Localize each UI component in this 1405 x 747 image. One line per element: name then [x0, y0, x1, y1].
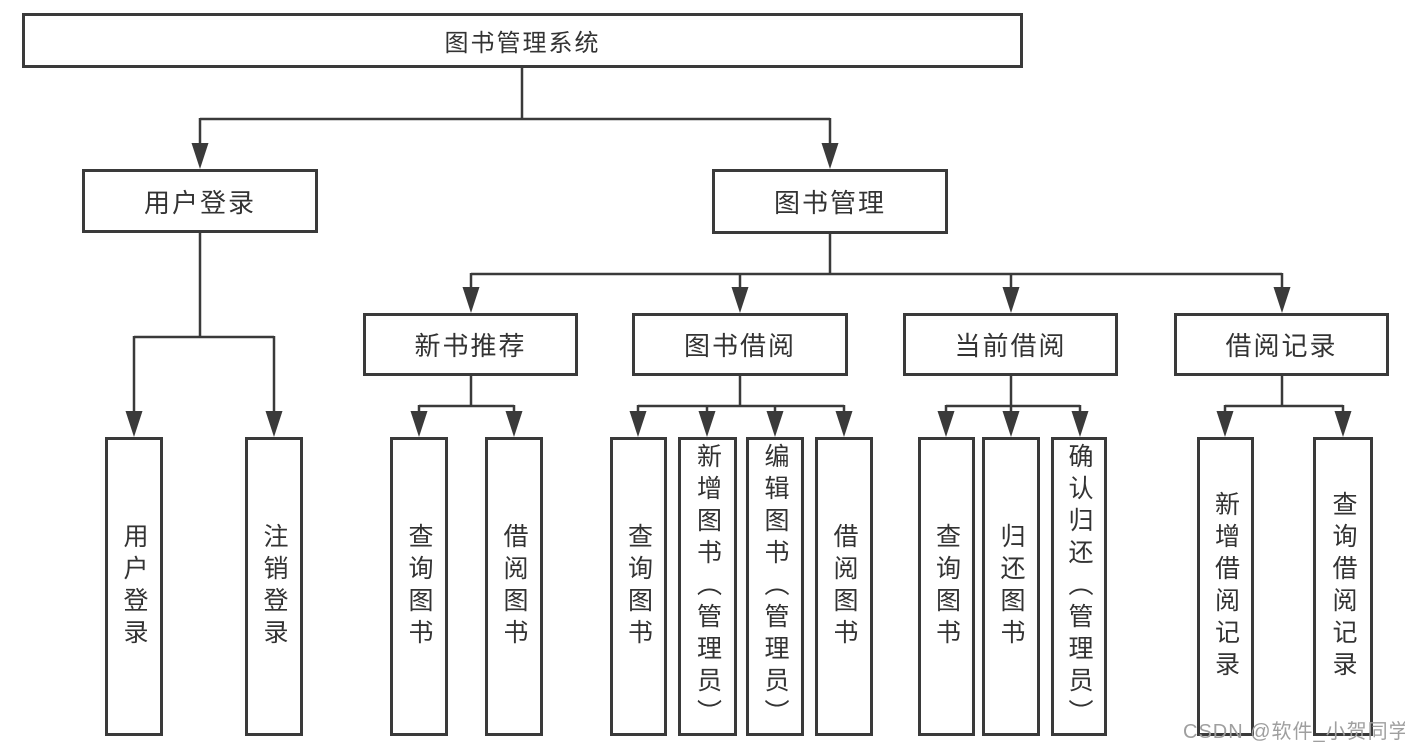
leaf-borrow-books-2: 借阅图书: [815, 437, 873, 736]
node-root-system: 图书管理系统: [22, 13, 1023, 68]
leaf-borrow-books: 借阅图书: [485, 437, 543, 736]
leaf-query-books: 查询图书: [390, 437, 448, 736]
leaf-query-books-3: 查询图书: [918, 437, 975, 736]
node-new-book-recommend: 新书推荐: [363, 313, 578, 376]
leaf-add-books-admin: 新增图书（管理员）: [678, 437, 737, 736]
leaf-logout: 注销登录: [245, 437, 303, 736]
leaf-query-borrow-record: 查询借阅记录: [1313, 437, 1373, 736]
csdn-watermark: CSDN @软件_小贺同学: [1183, 721, 1405, 743]
leaf-return-books: 归还图书: [982, 437, 1040, 736]
node-current-borrow: 当前借阅: [903, 313, 1118, 376]
leaf-query-books-2: 查询图书: [610, 437, 667, 736]
node-book-borrow: 图书借阅: [632, 313, 848, 376]
leaf-edit-books-admin: 编辑图书（管理员）: [746, 437, 804, 736]
arrowhead-icons: [125, 143, 1352, 437]
node-user-login: 用户登录: [82, 169, 318, 233]
leaf-user-login: 用户登录: [105, 437, 163, 736]
node-book-management: 图书管理: [712, 169, 948, 234]
node-borrow-records: 借阅记录: [1174, 313, 1389, 376]
leaf-add-borrow-record: 新增借阅记录: [1197, 437, 1254, 736]
leaf-confirm-return-admin: 确认归还（管理员）: [1051, 437, 1107, 736]
